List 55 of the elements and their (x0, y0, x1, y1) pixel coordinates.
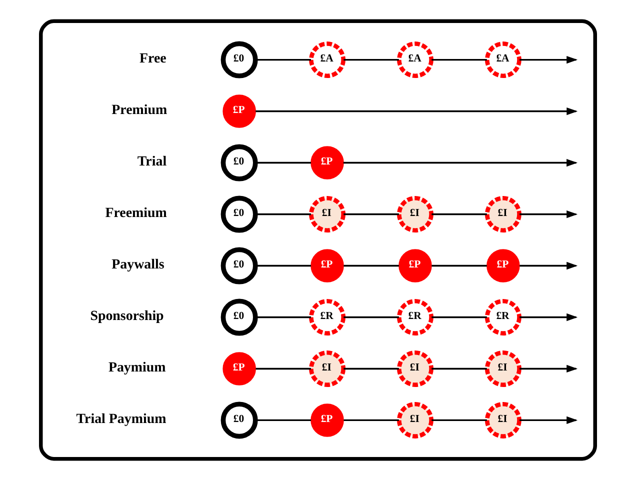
node-circle: £0 (220, 196, 258, 233)
label: Paymium (108, 360, 166, 376)
cluster (39, 19, 597, 461)
node-circle: £P (222, 352, 256, 386)
connector (344, 213, 399, 216)
label: Freemium (105, 206, 167, 221)
connector (256, 264, 311, 267)
node-circle: £0 (220, 144, 258, 182)
node-circle: £I (484, 196, 522, 232)
node-circle: £0 (220, 247, 258, 284)
connector (256, 419, 311, 422)
node-circle: £I (484, 402, 522, 438)
node-circle: £P (310, 146, 344, 180)
node-circle: £0 (220, 41, 258, 78)
node-circle: £I (397, 350, 434, 387)
node-circle: £R (397, 299, 434, 336)
connector (344, 368, 399, 370)
node-circle: £R (309, 299, 346, 336)
connector (432, 419, 487, 422)
connector (256, 162, 311, 164)
node-circle: £R (484, 299, 522, 336)
label: Premium (112, 102, 168, 118)
node-circle: £I (484, 350, 522, 387)
connector (432, 264, 487, 267)
connector (344, 316, 399, 318)
connector (344, 58, 399, 61)
connector (344, 419, 399, 422)
label: Sponsorship (90, 308, 164, 324)
node-circle: £A (309, 42, 346, 78)
node-circle: £P (398, 249, 432, 282)
node-circle: £P (310, 404, 344, 437)
connector (256, 213, 311, 216)
node-circle: £0 (220, 298, 258, 336)
node-circle: £P (222, 94, 256, 128)
connector (344, 264, 399, 267)
connector (432, 213, 487, 216)
label: Trial Paymium (76, 412, 166, 427)
node-circle: £A (397, 42, 434, 78)
node-circle: £I (309, 196, 346, 232)
connector (256, 368, 311, 370)
label: Paywalls (112, 257, 164, 272)
node-circle: £P (310, 249, 344, 282)
node-circle: £0 (220, 402, 258, 439)
node-circle: £I (397, 402, 434, 438)
connector (432, 316, 487, 318)
connector (256, 316, 311, 318)
label: Trial (137, 154, 167, 170)
connector (432, 58, 487, 61)
label: Free (140, 51, 166, 66)
node-circle: £A (484, 42, 522, 78)
connector (432, 368, 487, 370)
node-circle: £I (309, 350, 346, 387)
connector (256, 58, 311, 61)
node-circle: £I (397, 196, 434, 232)
node-circle: £P (486, 249, 520, 282)
